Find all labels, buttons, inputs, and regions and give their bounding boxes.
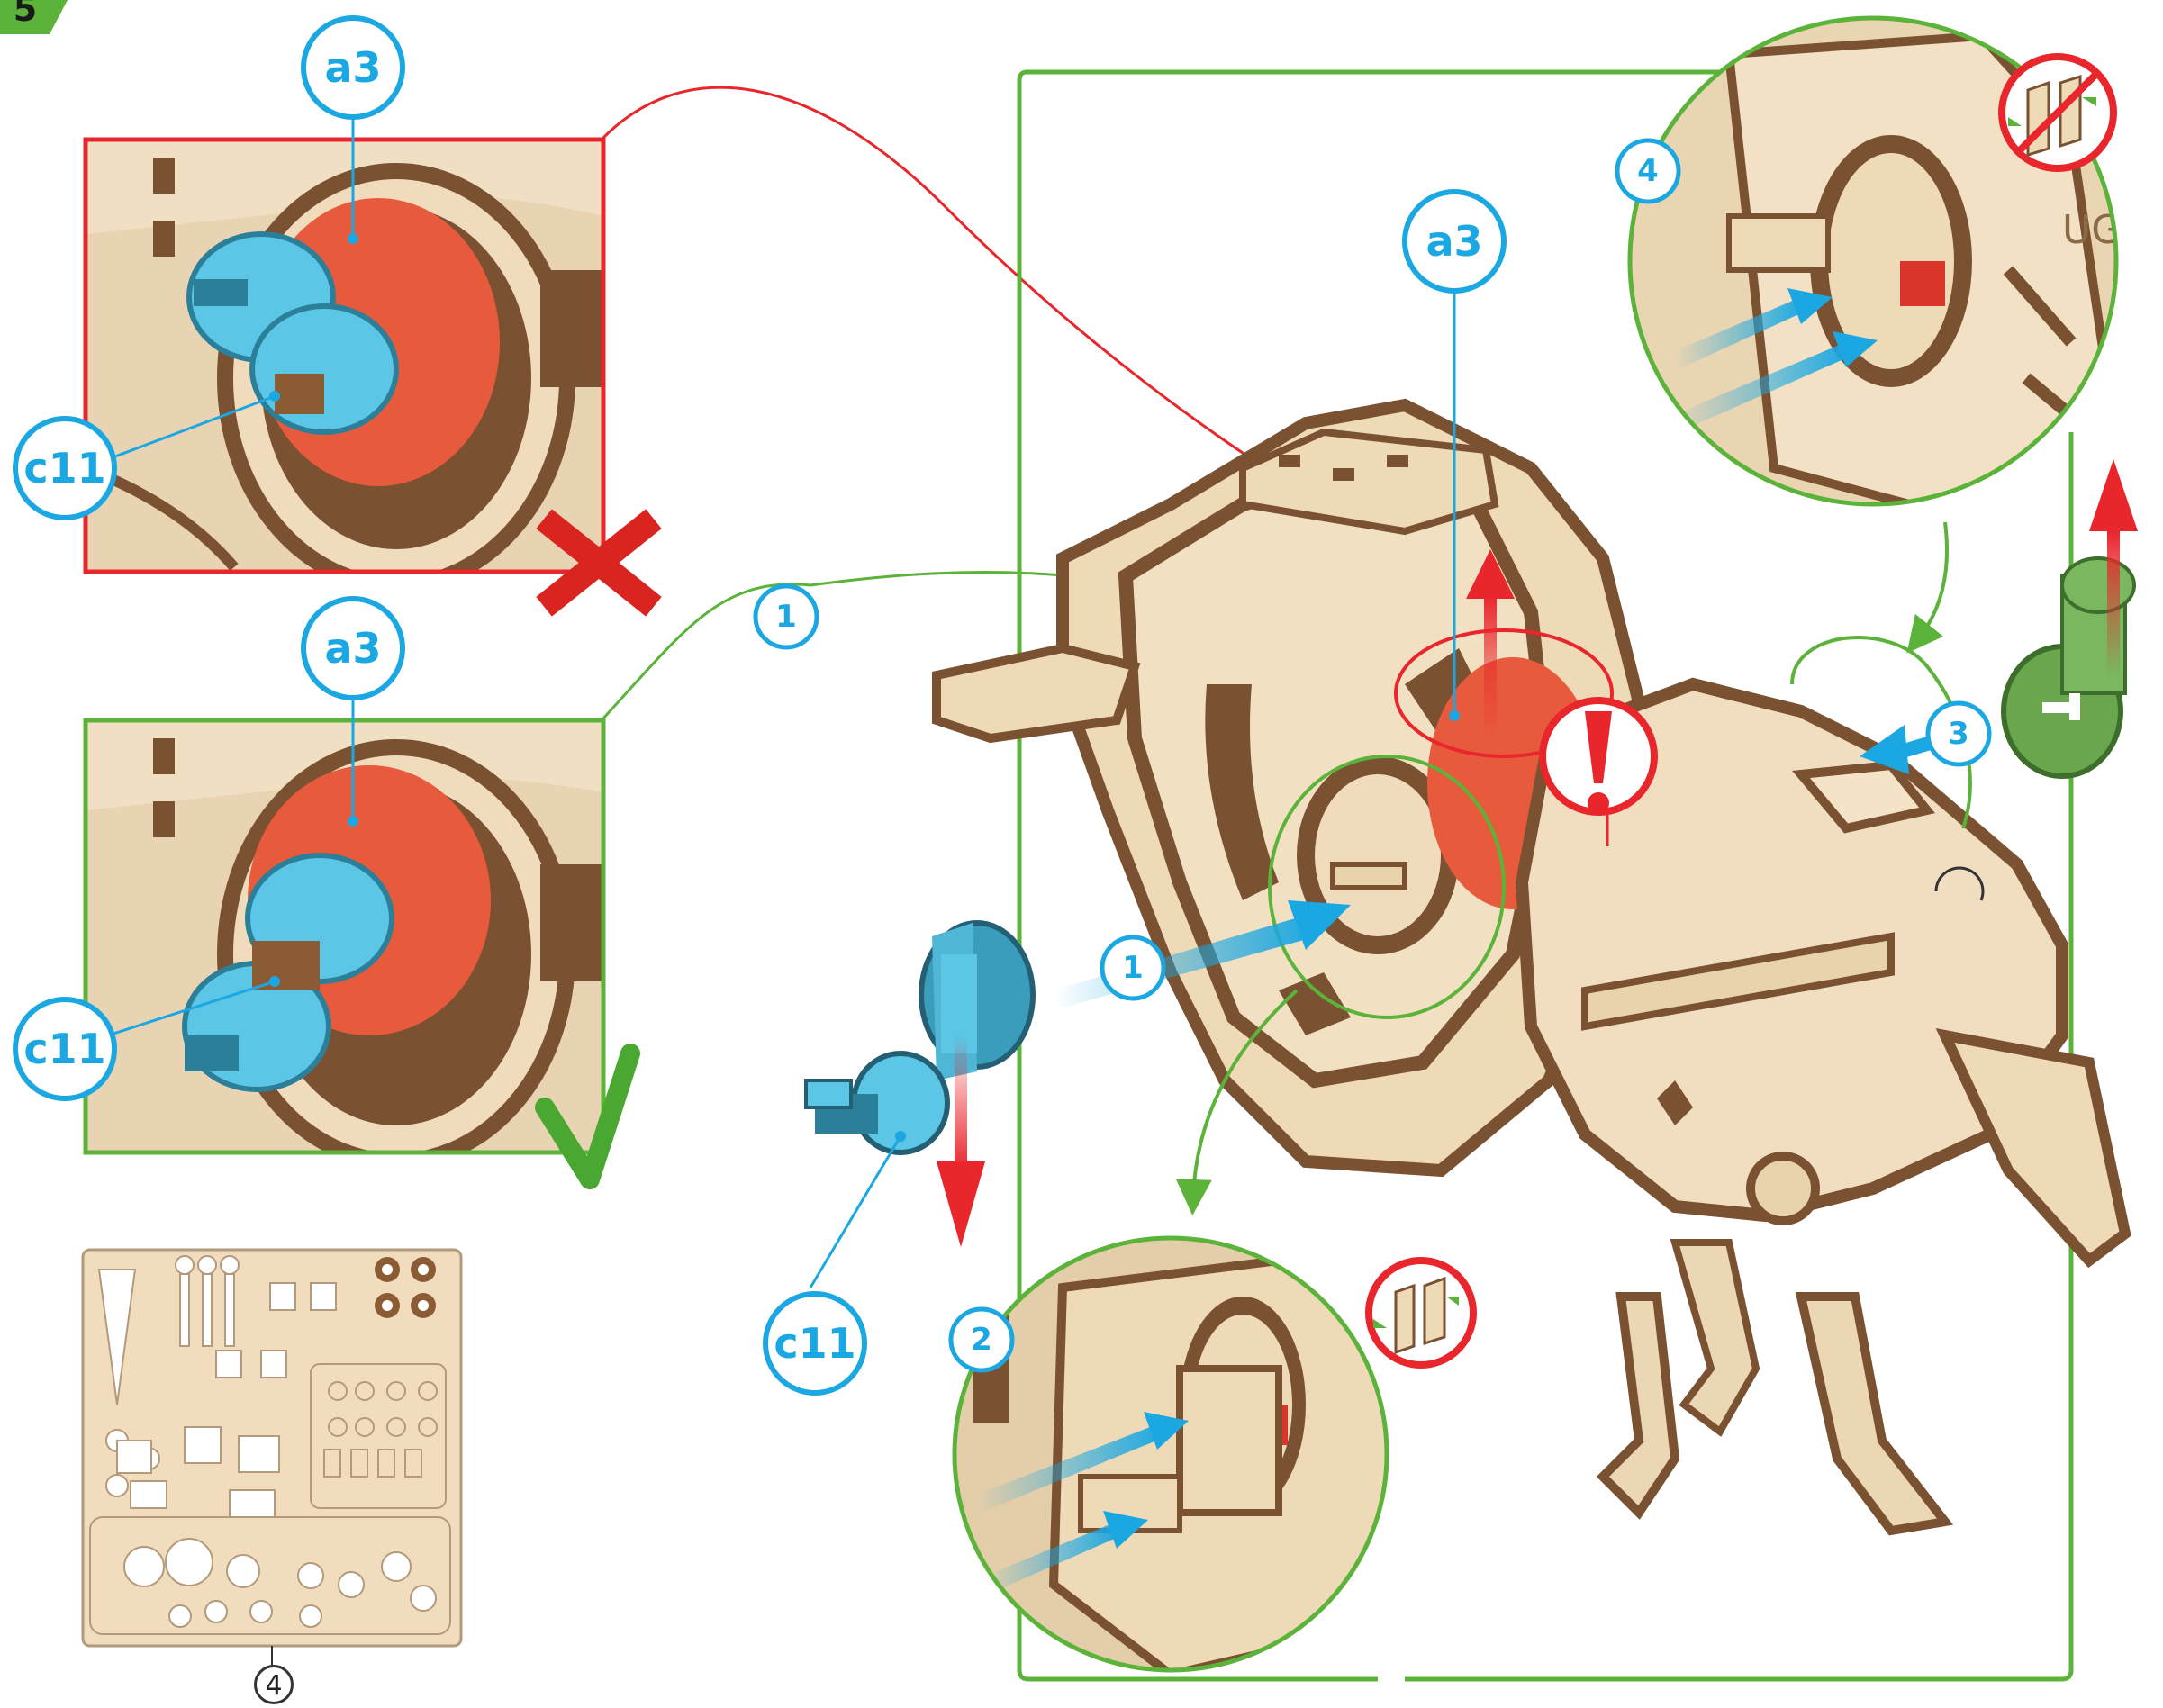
detail-view-4: UGE [1621,18,2147,522]
detail-view-2 [955,1238,1473,1675]
callout-a3-right: a3 [303,599,403,698]
embossed-text: UGE [2062,207,2147,253]
correct-example-panel [86,720,630,1179]
callout-a3-main: a3 [1405,192,1504,291]
callout-c11-main: c11 [765,1294,864,1393]
parts-sheet [83,1250,461,1667]
svg-text:1: 1 [775,599,797,635]
warning-icon [1543,700,1654,814]
step-badge: 5 [0,0,68,34]
sheet-number: 4 [254,1665,294,1704]
svg-text:c11: c11 [23,444,105,493]
step-marker-1-arrow: 1 [1102,937,1163,999]
step-marker-3: 3 [1928,703,1989,764]
callout-a3-wrong: a3 [303,18,403,117]
no-glue-icon [2002,57,2113,168]
wrong-example-panel [86,140,644,599]
svg-text:c11: c11 [774,1319,855,1368]
svg-text:a3: a3 [324,624,381,673]
callout-c11-wrong: c11 [15,419,114,518]
svg-text:a3: a3 [1425,217,1482,266]
step-marker-4: 4 [1617,140,1679,202]
step-number: 5 [14,0,37,29]
step-marker-2: 2 [951,1309,1012,1370]
svg-text:1: 1 [1122,950,1144,986]
part-c11 [806,923,1033,1152]
svg-text:c11: c11 [23,1025,105,1073]
svg-text:2: 2 [971,1322,992,1358]
callout-c11-right: c11 [15,999,114,1098]
no-glue-icon [1369,1261,1473,1365]
step-marker-1-top: 1 [756,586,817,647]
svg-text:3: 3 [1948,716,1969,752]
svg-text:a3: a3 [324,43,381,92]
svg-text:4: 4 [1637,153,1659,189]
